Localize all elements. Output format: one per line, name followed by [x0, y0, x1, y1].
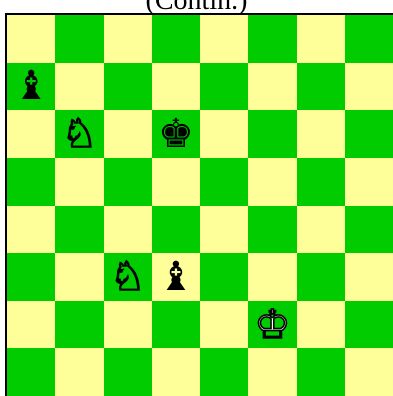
white-knight-icon[interactable]: ♘ — [110, 257, 146, 297]
square-g8[interactable] — [297, 15, 345, 63]
white-king-icon[interactable]: ♔ — [254, 305, 290, 345]
square-d6[interactable]: ♚ — [152, 110, 200, 158]
square-f1[interactable] — [248, 348, 296, 396]
square-h4[interactable] — [345, 206, 393, 254]
square-a4[interactable] — [7, 206, 55, 254]
square-g7[interactable] — [297, 63, 345, 111]
square-b8[interactable] — [55, 15, 103, 63]
square-d7[interactable] — [152, 63, 200, 111]
square-a8[interactable] — [7, 15, 55, 63]
square-e3[interactable] — [200, 253, 248, 301]
square-a3[interactable] — [7, 253, 55, 301]
square-a7[interactable]: ♝ — [7, 63, 55, 111]
square-c1[interactable] — [104, 348, 152, 396]
square-c3[interactable]: ♘ — [104, 253, 152, 301]
square-f8[interactable] — [248, 15, 296, 63]
square-e6[interactable] — [200, 110, 248, 158]
square-c6[interactable] — [104, 110, 152, 158]
black-bishop-icon[interactable]: ♝ — [13, 66, 49, 106]
square-a5[interactable] — [7, 158, 55, 206]
square-b4[interactable] — [55, 206, 103, 254]
square-d1[interactable] — [152, 348, 200, 396]
black-bishop-icon[interactable]: ♝ — [158, 257, 194, 297]
square-b1[interactable] — [55, 348, 103, 396]
square-d8[interactable] — [152, 15, 200, 63]
square-a2[interactable] — [7, 301, 55, 349]
square-g2[interactable] — [297, 301, 345, 349]
square-c4[interactable] — [104, 206, 152, 254]
square-h1[interactable] — [345, 348, 393, 396]
square-g1[interactable] — [297, 348, 345, 396]
square-f6[interactable] — [248, 110, 296, 158]
square-a1[interactable] — [7, 348, 55, 396]
square-b7[interactable] — [55, 63, 103, 111]
square-g3[interactable] — [297, 253, 345, 301]
square-e5[interactable] — [200, 158, 248, 206]
square-e4[interactable] — [200, 206, 248, 254]
square-c5[interactable] — [104, 158, 152, 206]
square-c7[interactable] — [104, 63, 152, 111]
square-e2[interactable] — [200, 301, 248, 349]
square-g5[interactable] — [297, 158, 345, 206]
black-king-icon[interactable]: ♚ — [158, 114, 194, 154]
square-d2[interactable] — [152, 301, 200, 349]
square-e8[interactable] — [200, 15, 248, 63]
square-c8[interactable] — [104, 15, 152, 63]
square-f7[interactable] — [248, 63, 296, 111]
square-f3[interactable] — [248, 253, 296, 301]
square-b5[interactable] — [55, 158, 103, 206]
square-h5[interactable] — [345, 158, 393, 206]
square-d3[interactable]: ♝ — [152, 253, 200, 301]
square-d5[interactable] — [152, 158, 200, 206]
square-g4[interactable] — [297, 206, 345, 254]
square-h2[interactable] — [345, 301, 393, 349]
chess-board[interactable]: ♝ ♘ ♚ ♘ ♝ ♔ — [5, 13, 393, 396]
square-d4[interactable] — [152, 206, 200, 254]
square-f5[interactable] — [248, 158, 296, 206]
square-a6[interactable] — [7, 110, 55, 158]
square-b2[interactable] — [55, 301, 103, 349]
white-knight-icon[interactable]: ♘ — [61, 114, 97, 154]
square-h7[interactable] — [345, 63, 393, 111]
square-c2[interactable] — [104, 301, 152, 349]
square-e7[interactable] — [200, 63, 248, 111]
square-b6[interactable]: ♘ — [55, 110, 103, 158]
square-h3[interactable] — [345, 253, 393, 301]
square-h8[interactable] — [345, 15, 393, 63]
square-g6[interactable] — [297, 110, 345, 158]
square-f2[interactable]: ♔ — [248, 301, 296, 349]
square-b3[interactable] — [55, 253, 103, 301]
square-h6[interactable] — [345, 110, 393, 158]
square-e1[interactable] — [200, 348, 248, 396]
square-f4[interactable] — [248, 206, 296, 254]
